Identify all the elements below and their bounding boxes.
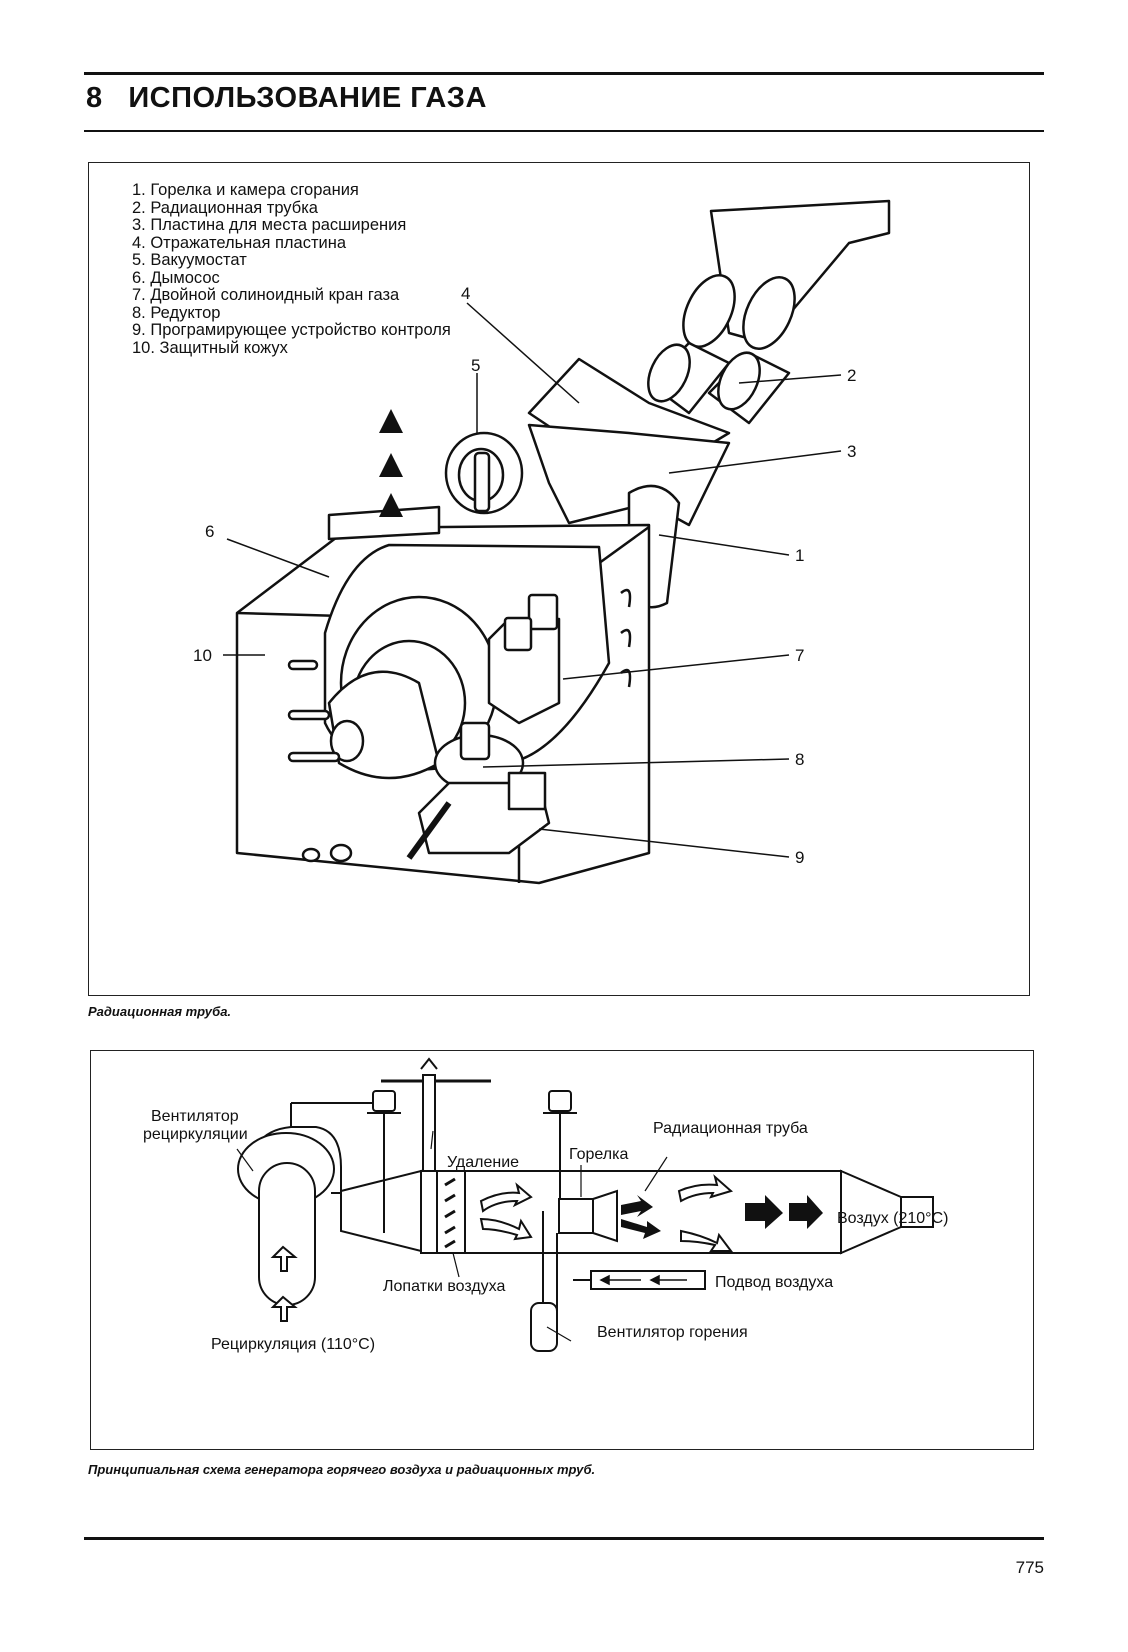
legend-item: 6. Дымосос xyxy=(132,268,220,287)
header-top-rule xyxy=(84,72,1044,75)
combustion-fan-label: Вентилятор горения xyxy=(597,1324,748,1341)
air-supply-label: Подвод воздуха xyxy=(715,1274,833,1291)
legend-item: 3. Пластина для места расширения xyxy=(132,216,407,234)
page-number: 775 xyxy=(1015,1558,1044,1577)
section-heading: 8 ИСПОЛЬЗОВАНИЕ ГАЗА xyxy=(86,82,487,115)
figure2-caption: Принципиальная схема генератора горячего… xyxy=(88,1462,596,1477)
legend-item: 9. Програмирующее устройство контроля xyxy=(132,321,451,339)
legend-item: 4. Отражательная пластина xyxy=(132,233,347,252)
legend-item: 1. Горелка и камера сгорания xyxy=(132,181,359,199)
legend-item: 5. Вакуумостат xyxy=(132,251,247,269)
callout-5: 5 xyxy=(471,356,480,375)
recirc-fan-label-2: рециркуляции xyxy=(143,1126,248,1143)
hot-air-generator-diagram: Вентилятор рециркуляции Удаление Горелка… xyxy=(90,1050,1034,1450)
section-title: ИСПОЛЬЗОВАНИЕ ГАЗА xyxy=(128,82,487,114)
exhaust-label: Удаление xyxy=(447,1154,519,1171)
callout-9: 9 xyxy=(795,848,804,867)
recirculation-label: Рециркуляция (110°C) xyxy=(211,1336,375,1353)
callout-8: 8 xyxy=(795,750,804,769)
callout-10: 10 xyxy=(193,646,212,665)
section-number: 8 xyxy=(86,82,103,114)
radiant-tube-illustration: 4 5 2 3 1 6 10 7 8 9 xyxy=(193,199,891,885)
radiant-tube-label: Радиационная труба xyxy=(653,1120,808,1137)
footer-rule xyxy=(84,1537,1044,1540)
legend-item: 10. Защитный кожух xyxy=(132,338,288,357)
callout-3: 3 xyxy=(847,442,856,461)
callout-6: 6 xyxy=(205,522,214,541)
burner-label: Горелка xyxy=(569,1146,628,1163)
figure1-legend: 1. Горелка и камера сгорания 2. Радиацио… xyxy=(132,181,451,357)
air-blades-label: Лопатки воздуха xyxy=(383,1278,506,1295)
callout-1: 1 xyxy=(795,546,804,565)
callout-7: 7 xyxy=(795,646,804,665)
hot-air-generator-schematic: Вентилятор рециркуляции Удаление Горелка… xyxy=(143,1057,948,1353)
figure1-caption: Радиационная труба. xyxy=(88,1004,232,1019)
legend-item: 2. Радиационная трубка xyxy=(132,198,318,217)
callout-4: 4 xyxy=(461,284,470,303)
radiant-tube-figure: 4 5 2 3 1 6 10 7 8 9 xyxy=(88,162,1030,996)
air-out-label: Воздух (210°C) xyxy=(837,1210,948,1227)
legend-item: 8. Редуктор xyxy=(132,303,221,322)
callout-2: 2 xyxy=(847,366,856,385)
legend-item: 7. Двойной солиноидный кран газа xyxy=(132,286,400,304)
recirc-fan-label-1: Вентилятор xyxy=(151,1108,239,1125)
header-bottom-rule xyxy=(84,130,1044,132)
